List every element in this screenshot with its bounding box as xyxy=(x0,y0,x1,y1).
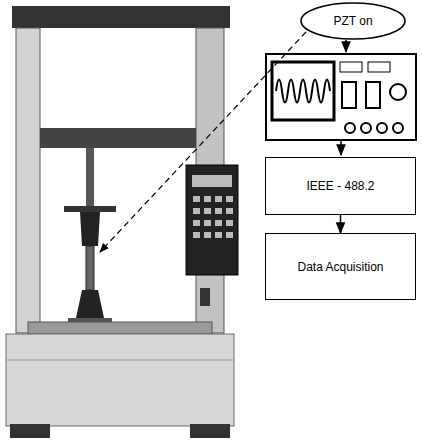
scope-body xyxy=(266,54,416,140)
moving-crosshead xyxy=(40,128,196,148)
waveform xyxy=(276,80,330,103)
scope-knob xyxy=(390,84,406,100)
trigger-ellipse: PZT on xyxy=(300,2,406,40)
base-seam xyxy=(6,360,234,361)
node-label: Data Acquisition xyxy=(297,260,383,274)
specimen xyxy=(86,246,94,290)
flow-arrow xyxy=(340,215,342,233)
scope-knob xyxy=(345,123,355,133)
upper-bar xyxy=(64,206,116,212)
scope-button xyxy=(340,62,362,72)
foot xyxy=(10,424,50,438)
top-crosshead xyxy=(12,6,230,28)
node-label: PZT on xyxy=(333,14,372,28)
scope-knob xyxy=(393,123,403,133)
scope-knob xyxy=(342,82,356,108)
upper-grip xyxy=(80,212,100,246)
load-rod xyxy=(86,148,94,206)
foot xyxy=(190,424,230,438)
switch xyxy=(200,288,210,306)
machine-base xyxy=(6,334,234,426)
signal-arrow xyxy=(340,141,342,155)
scope-button xyxy=(368,62,390,72)
lower-grip xyxy=(76,290,104,318)
platform xyxy=(28,322,212,334)
node-label: IEEE - 488.2 xyxy=(306,179,374,193)
oscilloscope xyxy=(266,54,416,140)
ellipse-shape xyxy=(301,3,405,39)
scope-knob xyxy=(377,123,387,133)
keypad xyxy=(192,175,233,238)
process-box: Data Acquisition xyxy=(265,233,416,300)
scope-knob xyxy=(361,123,371,133)
scope-screen xyxy=(272,62,334,120)
control-panel xyxy=(186,165,238,275)
testing-machine xyxy=(6,6,238,438)
left-column xyxy=(16,28,40,333)
signal-arrow xyxy=(345,40,347,52)
dashed-leader xyxy=(100,32,306,252)
scope-knob xyxy=(366,82,380,108)
interface-box: IEEE - 488.2 xyxy=(265,157,416,215)
